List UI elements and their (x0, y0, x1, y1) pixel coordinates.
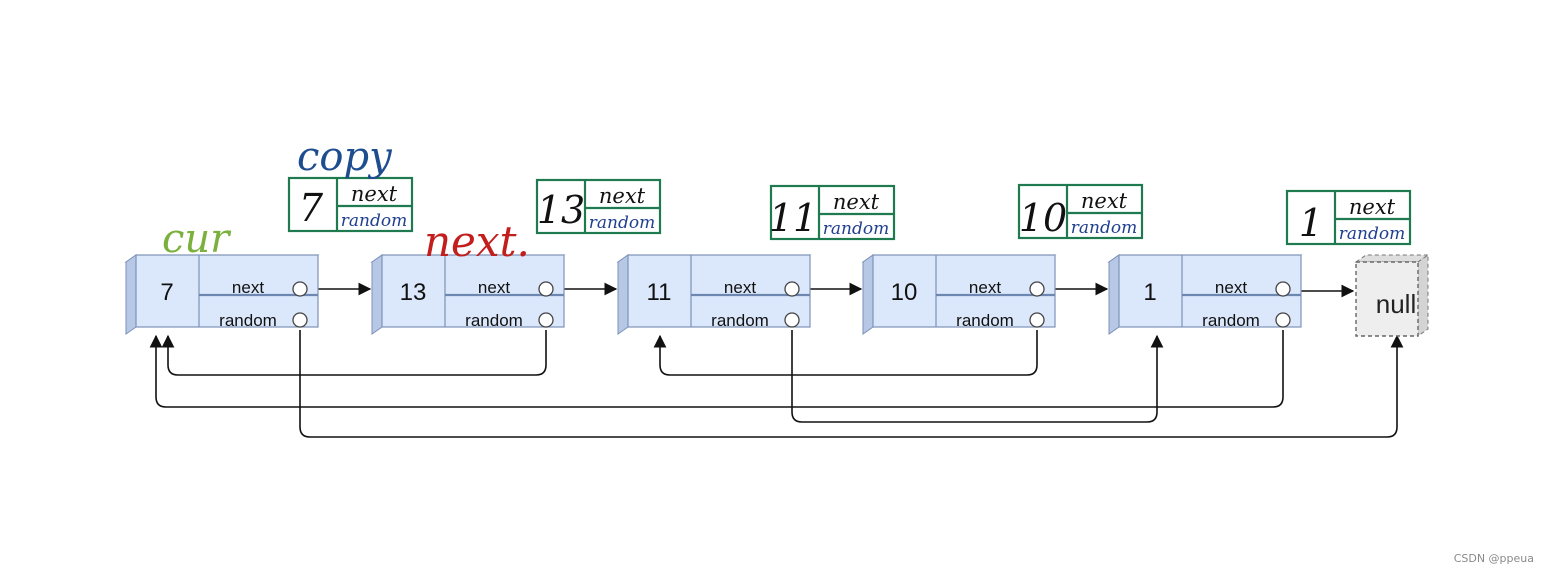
random-pointer-port (1029, 312, 1045, 328)
node-random-label: random (219, 311, 277, 330)
node-random-label: random (1202, 311, 1260, 330)
random-pointer-port (784, 312, 800, 328)
node-value: 13 (400, 279, 427, 306)
node-value: 11 (647, 279, 672, 306)
random-arrow-13-to-7 (161, 330, 547, 376)
null-node: null (1354, 254, 1430, 337)
list-node-13: 13 next random (370, 254, 566, 335)
copy-value: 10 (1019, 196, 1067, 240)
next-pointer-port (784, 281, 800, 297)
list-node-1: 1 next random (1107, 254, 1303, 335)
random-arrow-10-to-11 (653, 330, 1038, 376)
random-pointer-port (292, 312, 308, 328)
random-pointer-lines (149, 330, 1404, 438)
list-node-7: 7 next random (124, 254, 320, 335)
copy-random-label: random (823, 219, 889, 239)
annotation-next: next. (424, 217, 530, 266)
watermark: CSDN @ppeua (1453, 552, 1534, 565)
copy-next-label: next (351, 182, 398, 206)
copy-next-label: next (1081, 189, 1128, 213)
node-value: 1 (1143, 279, 1156, 306)
node-random-label: random (711, 311, 769, 330)
copy-next-label: next (1349, 195, 1396, 219)
annotation-cur: cur (162, 216, 232, 262)
next-pointer-port (292, 281, 308, 297)
node-random-label: random (465, 311, 523, 330)
random-arrow-1-to-7 (149, 330, 1284, 408)
copy-value: 7 (299, 186, 324, 230)
list-node-10: 10 next random (861, 254, 1057, 335)
copy-node-1: 1 next random (1285, 189, 1412, 246)
copy-next-label: next (599, 184, 646, 208)
node-next-label: next (724, 278, 756, 297)
random-arrow-7-to-null (299, 330, 1404, 438)
annotation-copy: copy (297, 134, 393, 180)
random-arrow-11-to-1 (791, 330, 1164, 423)
node-next-label: next (969, 278, 1001, 297)
null-label: null (1376, 289, 1416, 319)
node-next-label: next (478, 278, 510, 297)
node-random-label: random (956, 311, 1014, 330)
copy-random-label: random (1071, 218, 1137, 238)
copy-value: 13 (537, 188, 585, 232)
node-next-label: next (232, 278, 264, 297)
node-next-label: next (1215, 278, 1247, 297)
copy-value: 1 (1299, 201, 1323, 245)
copy-node-7: 7 next random (287, 176, 414, 233)
copy-random-label: random (341, 211, 407, 231)
node-value: 10 (891, 279, 918, 306)
copy-random-label: random (1339, 224, 1405, 244)
node-value: 7 (160, 279, 173, 306)
next-pointer-port (538, 281, 554, 297)
copy-next-label: next (833, 190, 880, 214)
copy-value: 11 (769, 196, 817, 240)
copy-node-10: 10 next random (1017, 183, 1144, 240)
next-pointer-port (1029, 281, 1045, 297)
random-pointer-port (1275, 312, 1291, 328)
copy-node-11: 11 next random (769, 184, 896, 241)
copy-random-label: random (589, 213, 655, 233)
next-pointer-port (1275, 281, 1291, 297)
random-pointer-port (538, 312, 554, 328)
list-node-11: 11 next random (616, 254, 812, 335)
copy-node-13: 13 next random (535, 178, 662, 235)
